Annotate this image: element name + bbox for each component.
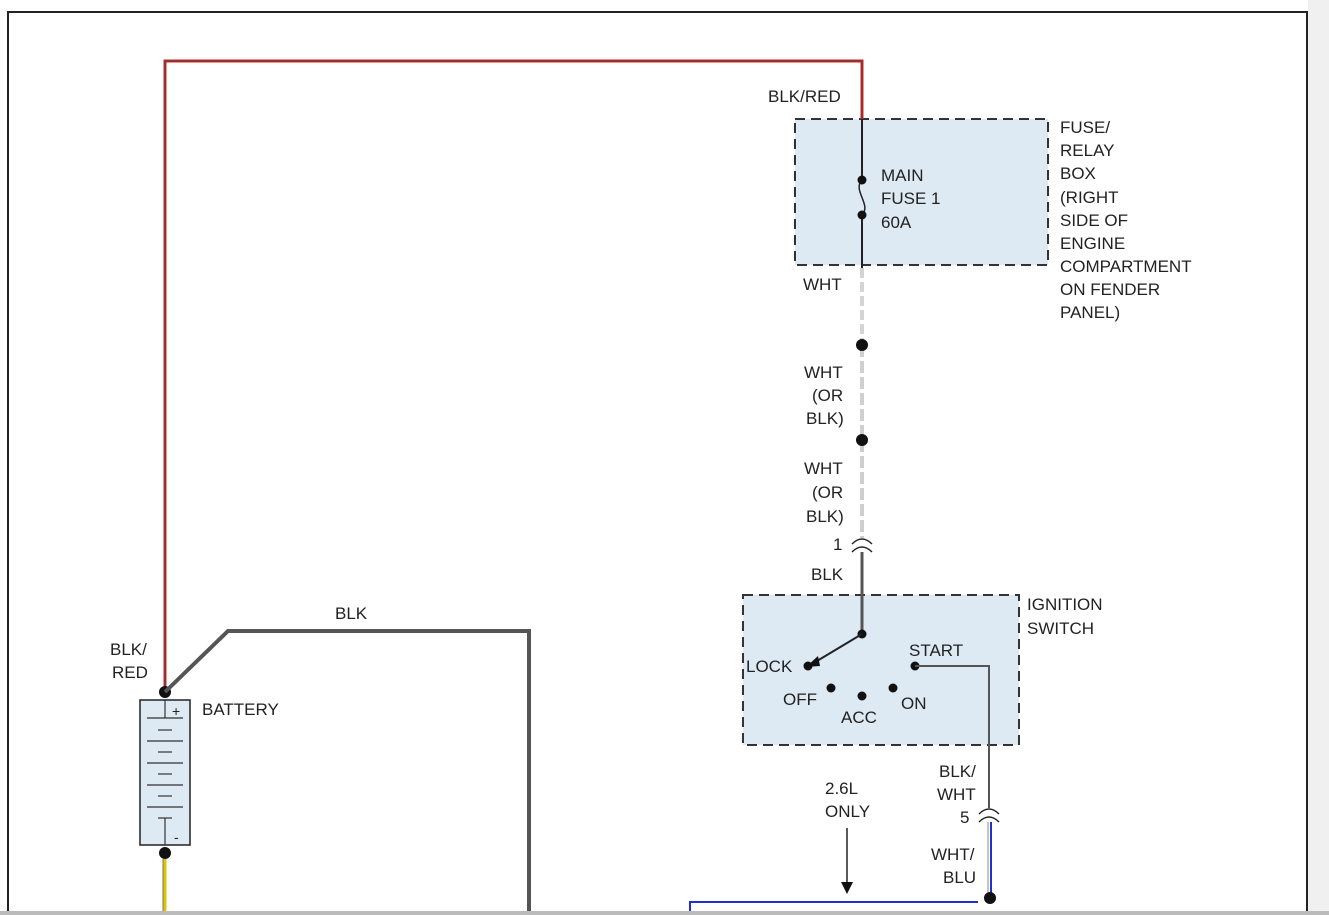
battery-neg-sign: - — [174, 829, 179, 845]
wire-label-wht-blu-2: BLU — [943, 868, 976, 887]
fuse-box-label-4: (RIGHT — [1060, 188, 1119, 207]
switch-acc-terminal — [857, 691, 867, 701]
splice-1 — [856, 339, 868, 351]
ignition-switch-label-1: IGNITION — [1027, 595, 1103, 614]
connector-5-label: 5 — [960, 808, 969, 827]
fuse-terminal-bottom — [857, 210, 867, 220]
splice-2 — [856, 434, 868, 446]
fuse-label-line1: MAIN — [881, 166, 924, 185]
switch-arm — [811, 633, 863, 665]
battery-pos-sign: + — [172, 703, 180, 719]
wire-label-blk-ground: BLK — [335, 604, 368, 623]
fuse-label-line3: 60A — [881, 213, 912, 232]
switch-off-terminal — [826, 683, 836, 693]
wire-label-wht-blu-1: WHT/ — [931, 845, 975, 864]
ignition-switch-label-2: SWITCH — [1027, 619, 1094, 638]
battery-cells — [147, 700, 183, 845]
fuse-box-label-6: ENGINE — [1060, 234, 1125, 253]
fuse-terminal-top — [857, 175, 867, 185]
fuse-box-label-5: SIDE OF — [1060, 211, 1128, 230]
switch-on-terminal — [888, 683, 898, 693]
wire-label-blk-red-top: BLK/RED — [768, 87, 841, 106]
wire-label-seg2-1: WHT — [804, 459, 843, 478]
ignition-switch-box — [742, 594, 1020, 746]
switch-pos-lock: LOCK — [746, 657, 793, 676]
note-label-1: 2.6L — [825, 779, 858, 798]
battery-neg-terminal — [159, 847, 171, 859]
fuse-box-label-8: ON FENDER — [1060, 280, 1160, 299]
wire-blk-red-core — [164, 60, 863, 692]
connector-1-label: 1 — [833, 535, 842, 554]
note-label-2: ONLY — [825, 802, 870, 821]
wire-blk-wht — [915, 665, 990, 808]
splice-3 — [984, 892, 996, 904]
wire-label-blk-wht-1: BLK/ — [939, 762, 976, 781]
fuse-box-label-2: RELAY — [1060, 141, 1115, 160]
wire-blue-bus — [689, 901, 978, 915]
wire-label-seg1-2: (OR — [812, 386, 843, 405]
switch-pos-acc: ACC — [841, 708, 877, 727]
switch-pos-on: ON — [901, 694, 927, 713]
wire-label-blk-wht-2: WHT — [937, 785, 976, 804]
right-scroll-gutter — [1308, 0, 1329, 915]
fuse-label-line2: FUSE 1 — [881, 189, 941, 208]
wire-label-wht: WHT — [803, 275, 842, 294]
switch-lock-terminal — [803, 661, 813, 671]
wire-label-seg2-3: BLK) — [806, 507, 844, 526]
diagram-border — [7, 11, 1308, 915]
note-arrow-head — [841, 882, 853, 894]
wire-blk-ground — [163, 629, 531, 915]
connector-1-symbol — [851, 538, 873, 553]
switch-pos-start: START — [909, 641, 963, 660]
wire-label-blk-red-side-1: BLK/ — [110, 640, 147, 659]
connector-5-symbol — [978, 808, 1000, 823]
fuse-box-label-7: COMPARTMENT — [1060, 257, 1192, 276]
wire-label-blk-switch: BLK — [811, 565, 844, 584]
fuse-box-label-1: FUSE/ — [1060, 118, 1110, 137]
fuse-box-label-9: PANEL) — [1060, 303, 1120, 322]
wire-label-blk-red-side-2: RED — [112, 663, 148, 682]
battery-label: BATTERY — [202, 700, 279, 719]
wire-label-seg1-1: WHT — [804, 363, 843, 382]
wire-label-seg2-2: (OR — [812, 483, 843, 502]
fuse-relay-box — [794, 118, 1049, 266]
fuse-box-label-3: BOX — [1060, 164, 1096, 183]
switch-pos-off: OFF — [783, 690, 817, 709]
wire-label-seg1-3: BLK) — [806, 409, 844, 428]
